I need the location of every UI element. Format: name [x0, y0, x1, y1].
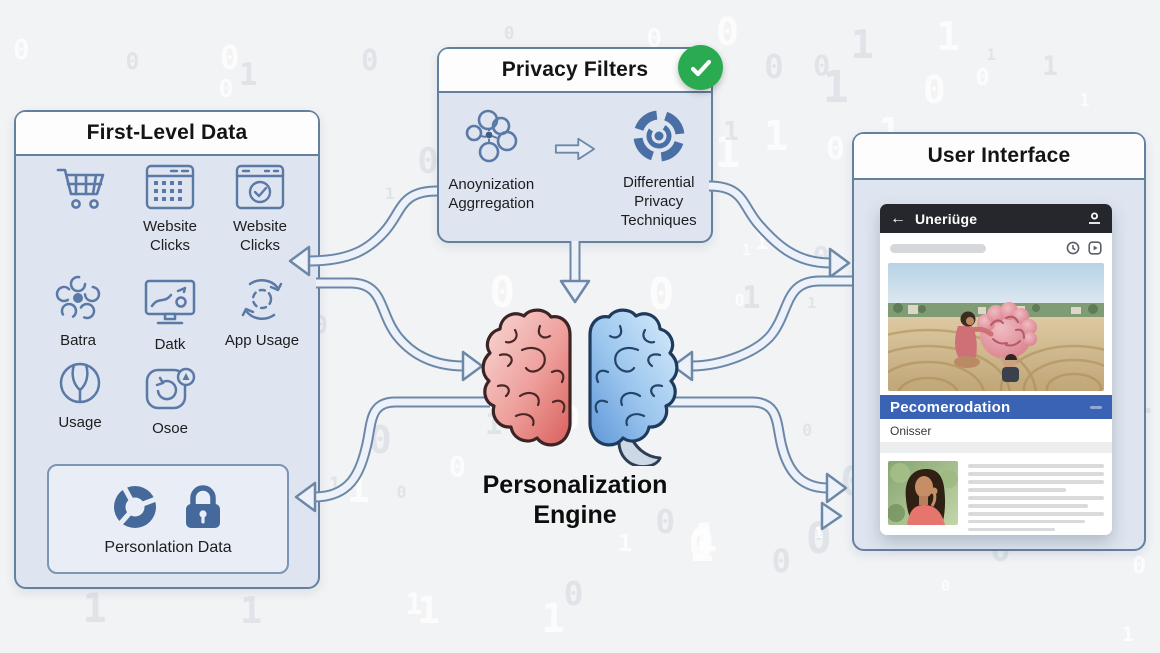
data-item-website-clicks-1: Website Clicks: [122, 164, 218, 255]
differential-privacy-label: Differential Privacy Techniques: [620, 174, 697, 229]
data-item-label: Usage: [58, 414, 102, 431]
engine-label: Personalization Engine: [482, 471, 668, 529]
data-item-label: Osoe: [152, 420, 188, 437]
data-item-label: Datk: [154, 336, 186, 353]
first-level-data-panel: First-Level Data Website Clicks: [14, 110, 320, 589]
hero-photo: [888, 263, 1104, 391]
hero-brain: [977, 302, 1037, 359]
personlation-data-label: Personlation Data: [104, 538, 232, 556]
globe-icon: [59, 362, 101, 404]
anonymization-cluster-icon: [465, 109, 518, 163]
data-item-label: Website Clicks: [233, 218, 287, 254]
text-placeholder-lines: [968, 461, 1104, 532]
privacy-filters-title: Privacy Filters: [501, 58, 649, 81]
hero-child: [1000, 354, 1019, 382]
data-item-label: Batra: [60, 332, 96, 349]
brain-icon: [481, 308, 679, 466]
data-item-osoe: Osoe: [122, 364, 218, 438]
donut-chart-icon: [114, 485, 157, 528]
title-placeholder: [890, 243, 986, 253]
divider: [880, 442, 1112, 453]
data-item-label: Website Clicks: [143, 218, 197, 254]
app-toolbar: [880, 233, 1112, 263]
recycle-icon: [241, 279, 283, 320]
differential-privacy-icon: [633, 110, 685, 162]
list-title-row: Onisser: [880, 419, 1112, 442]
data-item-label: App Usage: [224, 332, 300, 349]
monitor-chart-icon: [144, 279, 196, 325]
app-navbar-title: Uneriüge: [915, 210, 978, 227]
data-item-datk: Datk: [122, 278, 218, 354]
filter-flow-arrow-icon: [554, 137, 595, 161]
data-item-batra: Batra: [30, 272, 126, 350]
personalization-engine: Personalization Engine: [430, 296, 720, 530]
shopping-cart-icon: [56, 168, 105, 209]
recommendation-label: Pecomerodation: [890, 398, 1011, 416]
hero-woman: [954, 311, 994, 368]
differential-privacy-item: Differential Privacy Techniques: [606, 107, 711, 230]
user-interface-panel: User Interface ← Uneriüge: [852, 132, 1146, 551]
data-item-cart: [34, 162, 130, 223]
user-interface-header: User Interface: [854, 134, 1144, 180]
anonymization-label: Anoynization Aggrregation: [448, 176, 535, 212]
back-arrow-icon: ←: [890, 209, 906, 227]
first-level-data-header: First-Level Data: [16, 112, 318, 156]
user-interface-title: User Interface: [927, 144, 1071, 167]
bar-mark: [1090, 405, 1102, 409]
browser-grid-icon: [145, 164, 195, 210]
verified-badge: [678, 45, 723, 90]
flower-icon: [55, 275, 101, 320]
first-level-data-title: First-Level Data: [86, 121, 248, 144]
lock-icon: [186, 484, 220, 528]
list-title: Onisser: [890, 423, 932, 438]
play-icon: [1088, 241, 1102, 255]
data-item-usage: Usage: [32, 360, 128, 432]
privacy-filters-header: Privacy Filters: [439, 49, 711, 93]
recommendation-bar: Pecomerodation: [880, 395, 1112, 419]
personlation-data-box: Personlation Data: [47, 464, 289, 574]
app-clock-icon: [145, 367, 196, 410]
anonymization-item: Anoynization Aggrregation: [439, 107, 544, 213]
check-icon: [690, 59, 711, 76]
app-navbar: ← Uneriüge: [880, 204, 1112, 233]
account-icon: [1089, 212, 1100, 224]
app-mockup: ← Uneriüge: [880, 204, 1112, 535]
portrait-photo: [888, 461, 958, 525]
browser-check-icon: [235, 164, 285, 210]
clock-icon: [1066, 241, 1080, 255]
data-item-app-usage: App Usage: [214, 274, 310, 350]
recommendation-card: [880, 453, 1112, 535]
data-item-website-clicks-2: Website Clicks: [212, 164, 308, 255]
privacy-filters-panel: Privacy Filters Anoynization Aggrregatio…: [437, 45, 723, 243]
